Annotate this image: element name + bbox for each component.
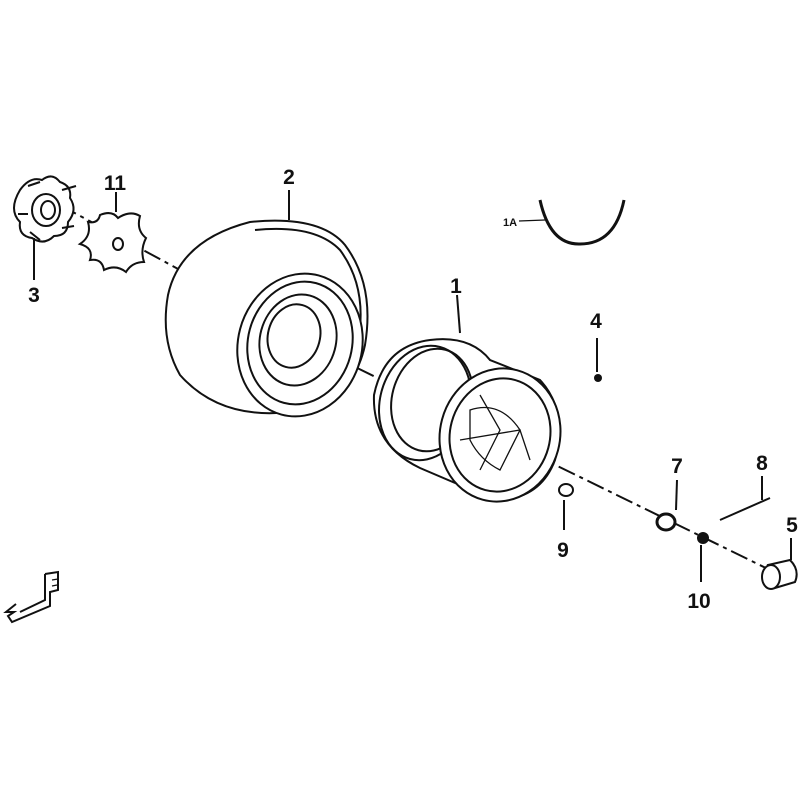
leader-1a [518,219,546,222]
rim-part-1a[interactable] [538,199,626,246]
callout-3: 3 [28,284,40,307]
valve-part-4[interactable] [594,338,602,382]
callout-10: 10 [687,590,710,613]
callout-8: 8 [756,452,768,475]
callout-11: 11 [104,172,127,195]
callout-7: 7 [671,455,683,478]
callout-1: 1 [450,275,462,298]
tire-part-2[interactable] [164,219,379,431]
leader-1 [456,294,461,334]
callout-2: 2 [283,166,295,189]
rim-part-1[interactable] [367,335,576,515]
castle-nut-part-10[interactable] [697,532,709,544]
cap-part-5[interactable] [761,558,798,590]
callout-4: 4 [590,310,602,333]
gasket-part-11[interactable] [77,212,148,274]
callout-1a: 1A [503,217,517,229]
cotter-pin-part-8[interactable] [719,497,771,521]
nut-part-9[interactable] [558,483,574,497]
leader-7 [675,479,678,511]
front-direction-arrow-icon [3,570,59,624]
callout-9: 9 [557,539,569,562]
callout-5: 5 [786,514,798,537]
washer-part-7[interactable] [655,512,677,532]
hub-part-3[interactable] [13,175,77,243]
